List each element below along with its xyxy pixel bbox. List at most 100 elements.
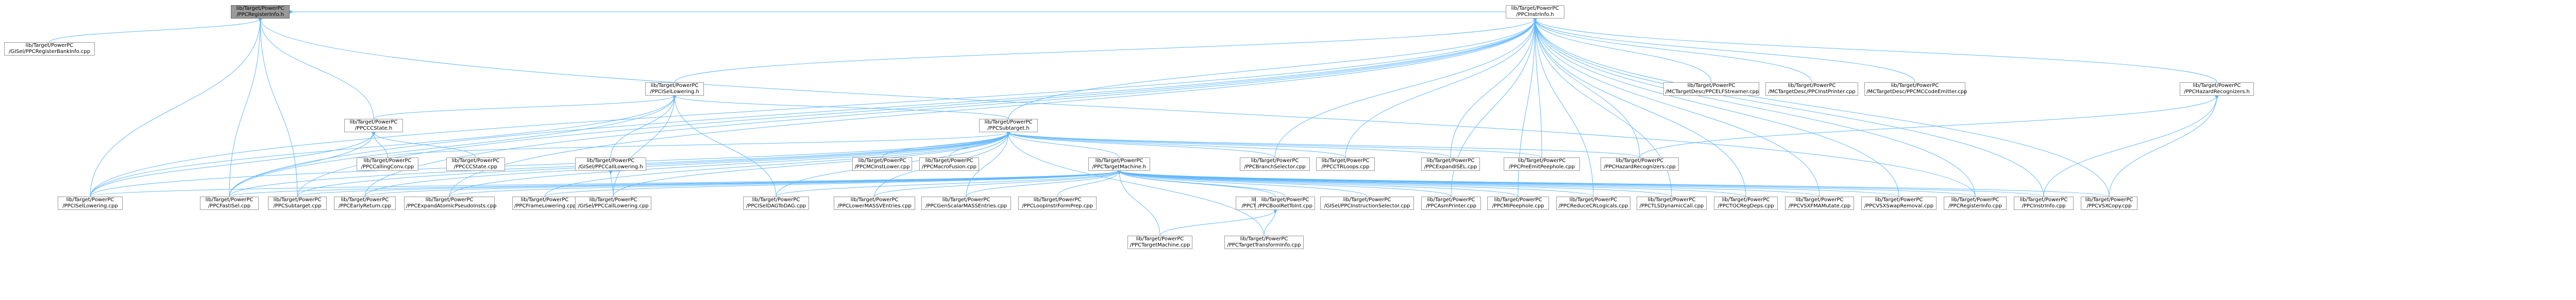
graph-node-ppcreginfo-h[interactable]: lib/Target/PowerPC/PPCRegisterInfo.h [231,5,290,19]
graph-node-hazardrec-cpp[interactable]: lib/Target/PowerPC/PPCHazardRecognizers.… [1601,157,1679,171]
graph-node-isellowering-cpp[interactable]: lib/Target/PowerPC/PPCISelLowering.cpp [58,197,123,210]
graph-node-mcinstlower[interactable]: lib/Target/PowerPC/PPCMCInstLower.cpp [852,157,912,171]
node-label-line: lib/Target/PowerPC [1951,197,1999,203]
graph-node-framelowering[interactable]: lib/Target/PowerPC/PPCFrameLowering.cpp [512,197,577,210]
graph-node-callingconv[interactable]: lib/Target/PowerPC/PPCCallingConv.cpp [357,157,418,171]
edge-ppcreginfo-h-to-ppcccstate-h [258,18,374,119]
graph-node-expandatomic[interactable]: lib/Target/PowerPC/PPCExpandAtomicPseudo… [404,197,497,210]
graph-node-branchselector[interactable]: lib/Target/PowerPC/PPCBranchSelector.cpp [1240,157,1310,171]
graph-node-subtarget-cpp[interactable]: lib/Target/PowerPC/PPCSubtarget.cpp [268,197,327,210]
node-label-line: /PPCHazardRecognizers.cpp [1604,164,1676,170]
edge-targetmachine-h-to-tocregdeps [1117,170,1746,197]
edge-iselowering-h-to-gisel-calllowering-h [610,95,677,158]
edge-ppcinstrinfo-h-to-vsxcopy [1533,18,2110,197]
graph-node-tlsdynamiccall[interactable]: lib/Target/PowerPC/PPCTLSDynamicCall.cpp [1637,197,1707,210]
edge-ppcinstrinfo-h-to-mccodeemitter [1533,18,1915,83]
graph-node-ccstate-cpp[interactable]: lib/Target/PowerPC/PPCCCState.cpp [446,157,505,171]
graph-node-expandisel[interactable]: lib/Target/PowerPC/PPCExpandISEL.cpp [1421,157,1480,171]
edge-ppcinstrinfo-h-to-elfstreamer [1533,18,1712,83]
node-label-line: /PPCCallingConv.cpp [361,164,414,170]
edge-targetmachine-h-to-vsxfmamutate [1117,170,1820,197]
graph-node-vsxfmamutate[interactable]: lib/Target/PowerPC/PPCVSXFMAMutate.cpp [1785,197,1854,210]
node-label-line: /PPCRegisterInfo.cpp [1948,203,2002,209]
node-label-line: lib/Target/PowerPC [858,158,906,164]
edge-subtarget-h-to-earlyreturn [364,132,1011,197]
node-label-line: lib/Target/PowerPC [1261,197,1309,203]
graph-node-mccodeemitter[interactable]: lib/Target/PowerPC/MCTargetDesc/PPCMCCod… [1864,82,1967,96]
graph-node-boolretto[interactable]: lib/Target/PowerPC/PPCBoolRetToInt.cpp [1255,197,1315,210]
edge-ppcreginfo-h-to-gisel-regbankinfo-h [49,18,263,43]
graph-node-asmprinter[interactable]: lib/Target/PowerPC/PPCAsmPrinter.cpp [1421,197,1481,210]
graph-node-instrinfo-cpp[interactable]: lib/Target/PowerPC/PPCInstrInfo.cpp [2014,197,2074,210]
graph-node-genscalarmassv[interactable]: lib/Target/PowerPC/PPCGenScalarMASSEntri… [921,197,1011,210]
edge-ppcccstate-h-to-isellowering-cpp [90,132,376,197]
graph-node-mipeephole[interactable]: lib/Target/PowerPC/PPCMIPeephole.cpp [1487,197,1549,210]
graph-node-earlyreturn[interactable]: lib/Target/PowerPC/PPCEarlyReturn.cpp [334,197,396,210]
graph-node-gisel-calllowering-cpp[interactable]: lib/Target/PowerPC/GISel/PPCCallLowering… [575,197,651,210]
graph-node-fastisel[interactable]: lib/Target/PowerPC/PPCFastISel.cpp [200,197,259,210]
graph-node-iselowering-h[interactable]: lib/Target/PowerPC/PPCISelLowering.h [645,82,704,96]
graph-node-tocregdeps[interactable]: lib/Target/PowerPC/PPCTOCRegDeps.cpp [1714,197,1778,210]
edge-targetmachine-h-to-instrselector [1117,170,1368,197]
edge-ppcreginfo-h-to-subtarget-cpp [258,18,298,197]
graph-node-transforminfo-cpp[interactable]: lib/Target/PowerPC/PPCTargetTransformInf… [1224,236,1304,249]
node-label-line: /PPCFrameLowering.cpp [514,203,577,209]
node-label-line: /PPCVSXFMAMutate.cpp [1788,203,1851,209]
graph-node-targetmachine-h[interactable]: lib/Target/PowerPC/PPCTargetMachine.h [1088,157,1150,171]
edge-ppcinstrinfo-h-to-preemitpeephole [1533,18,1542,158]
node-label-line: lib/Target/PowerPC [752,197,800,203]
edge-subtarget-h-to-ctrloops [1006,132,1346,158]
node-label-line: /PPCHazardRecognizers.h [2184,89,2250,95]
node-label-line: /PPCCTRLoops.cpp [1321,164,1370,170]
graph-node-ppcinstrinfo-h[interactable]: lib/Target/PowerPC/PPCInstrInfo.h [1506,5,1564,19]
node-label-line: /GISel/PPCRegisterBankInfo.cpp [8,49,91,55]
edge-ppcinstrinfo-h-to-fastisel [229,18,1538,197]
graph-node-preemitpeephole[interactable]: lib/Target/PowerPC/PPCPreEmitPeephole.cp… [1504,157,1580,171]
node-label-line: lib/Target/PowerPC [1518,158,1566,164]
node-label-line: /PPCMIPeephole.cpp [1492,203,1544,209]
edge-ppcinstrinfo-h-to-hazardrec-cpp [1533,18,1640,158]
graph-node-hazardrec-h[interactable]: lib/Target/PowerPC/PPCHazardRecognizers.… [2180,82,2254,96]
edge-targetmachine-h-to-mipeephole [1117,170,1519,197]
node-label-line: lib/Target/PowerPC [1647,197,1696,203]
node-label-line: lib/Target/PowerPC [1494,197,1542,203]
graph-node-reducecrlogicals[interactable]: lib/Target/PowerPC/PPCReduceCRLogicals.c… [1556,197,1630,210]
edge-subtarget-h-to-expandisel [1006,132,1451,158]
node-label-line: /MCTargetDesc/PPCELFStreamer.cpp [1665,89,1759,95]
edge-targetmachine-h-to-loopinstrform [1057,170,1122,197]
node-label-line: lib/Target/PowerPC [1795,197,1844,203]
node-label-line: /PPCTLSDynamicCall.cpp [1639,203,1704,209]
edge-targetmachine-h-to-fastisel [229,170,1122,197]
graph-node-instrselector[interactable]: lib/Target/PowerPC/GISel/PPCInstructionS… [1320,197,1414,210]
graph-node-reginfo-cpp[interactable]: lib/Target/PowerPC/PPCRegisterInfo.cpp [1944,197,2007,210]
edge-targetmachine-h-to-asmprinter [1117,170,1452,197]
node-label-line: /GISel/PPCCallLowering.cpp [578,203,649,209]
node-label-line: lib/Target/PowerPC [1891,83,1939,89]
graph-node-lowermassv[interactable]: lib/Target/PowerPC/PPCLowerMASSVEntries.… [834,197,915,210]
edge-targetmachine-h-to-subtarget-cpp [297,170,1122,197]
edge-subtarget-h-to-mcinstlower [882,132,1011,158]
edge-ppcinstrinfo-h-to-earlyreturn [364,18,1538,197]
edge-targetmachine-h-to-lowermassv [874,170,1122,197]
graph-node-vsxswapremoval[interactable]: lib/Target/PowerPC/PPCVSXSwapRemoval.cpp [1861,197,1937,210]
node-label-line: lib/Target/PowerPC [850,197,899,203]
node-label-line: /PPCISelLowering.cpp [62,203,118,209]
graph-node-vsxcopy[interactable]: lib/Target/PowerPC/PPCVSXCopy.cpp [2081,197,2137,210]
graph-node-ctrloops[interactable]: lib/Target/PowerPC/PPCCTRLoops.cpp [1316,157,1375,171]
graph-node-loopinstrform[interactable]: lib/Target/PowerPC/PPCLoopInstrFormPrep.… [1018,197,1097,210]
node-label-line: /PPCTargetMachine.cpp [1130,242,1190,248]
graph-node-subtarget-h[interactable]: lib/Target/PowerPC/PPCSubtarget.h [979,119,1038,132]
edge-targetmachine-h-to-expandatomic [449,170,1122,197]
graph-node-iseldagtodag[interactable]: lib/Target/PowerPC/PPCISelDAGToDAG.cpp [743,197,809,210]
graph-node-instprinter[interactable]: lib/Target/PowerPC/MCTargetDesc/PPCInstP… [1765,82,1858,96]
graph-node-targetmachine-cpp[interactable]: lib/Target/PowerPC/PPCTargetMachine.cpp [1127,236,1192,249]
graph-node-gisel-regbankinfo-h[interactable]: lib/Target/PowerPC/GISel/PPCRegisterBank… [4,42,95,56]
graph-node-ppcccstate-h[interactable]: lib/Target/PowerPC/PPCCCState.h [344,119,403,132]
edge-ppcinstrinfo-h-to-vsxswapremoval [1533,18,1899,197]
edge-ppcreginfo-h-to-fastisel [229,18,263,197]
graph-node-macrofusion[interactable]: lib/Target/PowerPC/PPCMacroFusion.cpp [919,157,979,171]
graph-node-elfstreamer[interactable]: lib/Target/PowerPC/MCTargetDesc/PPCELFSt… [1663,82,1759,96]
node-label-line: /PPCCCState.cpp [453,164,498,170]
graph-node-gisel-calllowering-h[interactable]: lib/Target/PowerPC/GISel/PPCCallLowering… [575,157,646,171]
edge-ppcreginfo-h-to-isellowering-cpp [90,18,263,197]
